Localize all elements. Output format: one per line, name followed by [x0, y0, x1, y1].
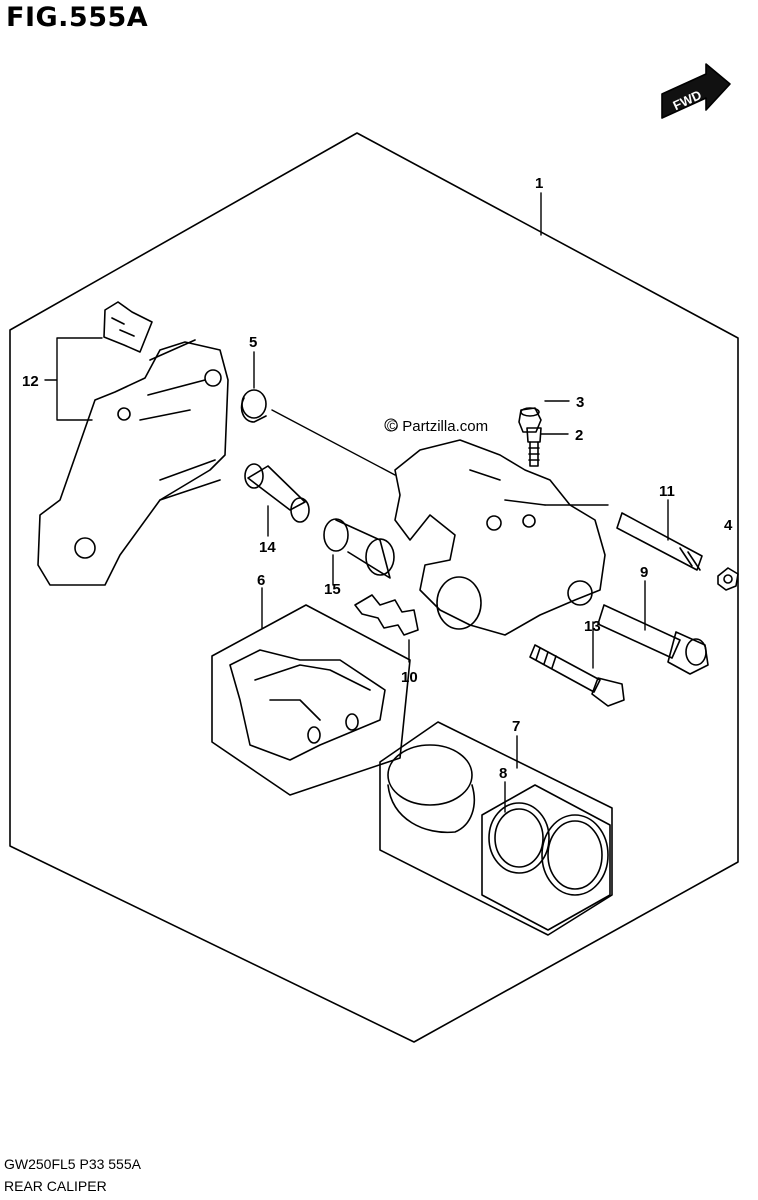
- callout-14: 14: [259, 539, 276, 556]
- callout-15: 15: [324, 581, 341, 598]
- sleeve-part-14: [244, 463, 310, 523]
- bolt-part-13: [529, 644, 625, 707]
- fwd-arrow-icon: [661, 63, 731, 119]
- bleeder-valve-part-2: [526, 427, 542, 467]
- callout-3: 3: [576, 394, 584, 411]
- seal-set-part-8: [481, 784, 611, 931]
- model-code: GW250FL5 P33 555A: [4, 1156, 141, 1172]
- bracket-part-12: [37, 301, 229, 586]
- part-name: REAR CALIPER: [4, 1178, 107, 1194]
- callout-2: 2: [575, 427, 583, 444]
- boot-part-5: [240, 389, 267, 423]
- pad-pin-part-11: [616, 512, 703, 571]
- callout-8: 8: [499, 765, 507, 782]
- callout-6: 6: [257, 572, 265, 589]
- brake-pad-set-part-6: [211, 604, 411, 796]
- piston-set-part-7: [379, 721, 613, 936]
- callout-4: 4: [724, 517, 733, 534]
- bleeder-cap-part-3: [518, 407, 542, 433]
- figure-title: FIG.555A: [6, 2, 149, 33]
- callout-1: 1: [535, 175, 543, 192]
- callout-12: 12: [22, 373, 39, 390]
- callout-9: 9: [640, 564, 648, 581]
- assembly-boundary: [9, 132, 739, 1043]
- callout-11: 11: [659, 483, 675, 500]
- caliper-body-part-1: [394, 439, 606, 636]
- pad-spring-part-10: [354, 594, 419, 636]
- callout-10: 10: [401, 669, 418, 686]
- nut-part-4: [717, 567, 739, 591]
- mounting-bolt-part-9: [597, 604, 709, 675]
- callout-7: 7: [512, 718, 520, 735]
- leader-lines: [44, 192, 669, 813]
- watermark-text: © Partzilla.com: [387, 418, 488, 435]
- callout-5: 5: [249, 334, 257, 351]
- boot-sleeve-part-15: [323, 518, 395, 579]
- callout-13: 13: [584, 618, 601, 635]
- watermark: © Partzilla.com: [384, 418, 488, 435]
